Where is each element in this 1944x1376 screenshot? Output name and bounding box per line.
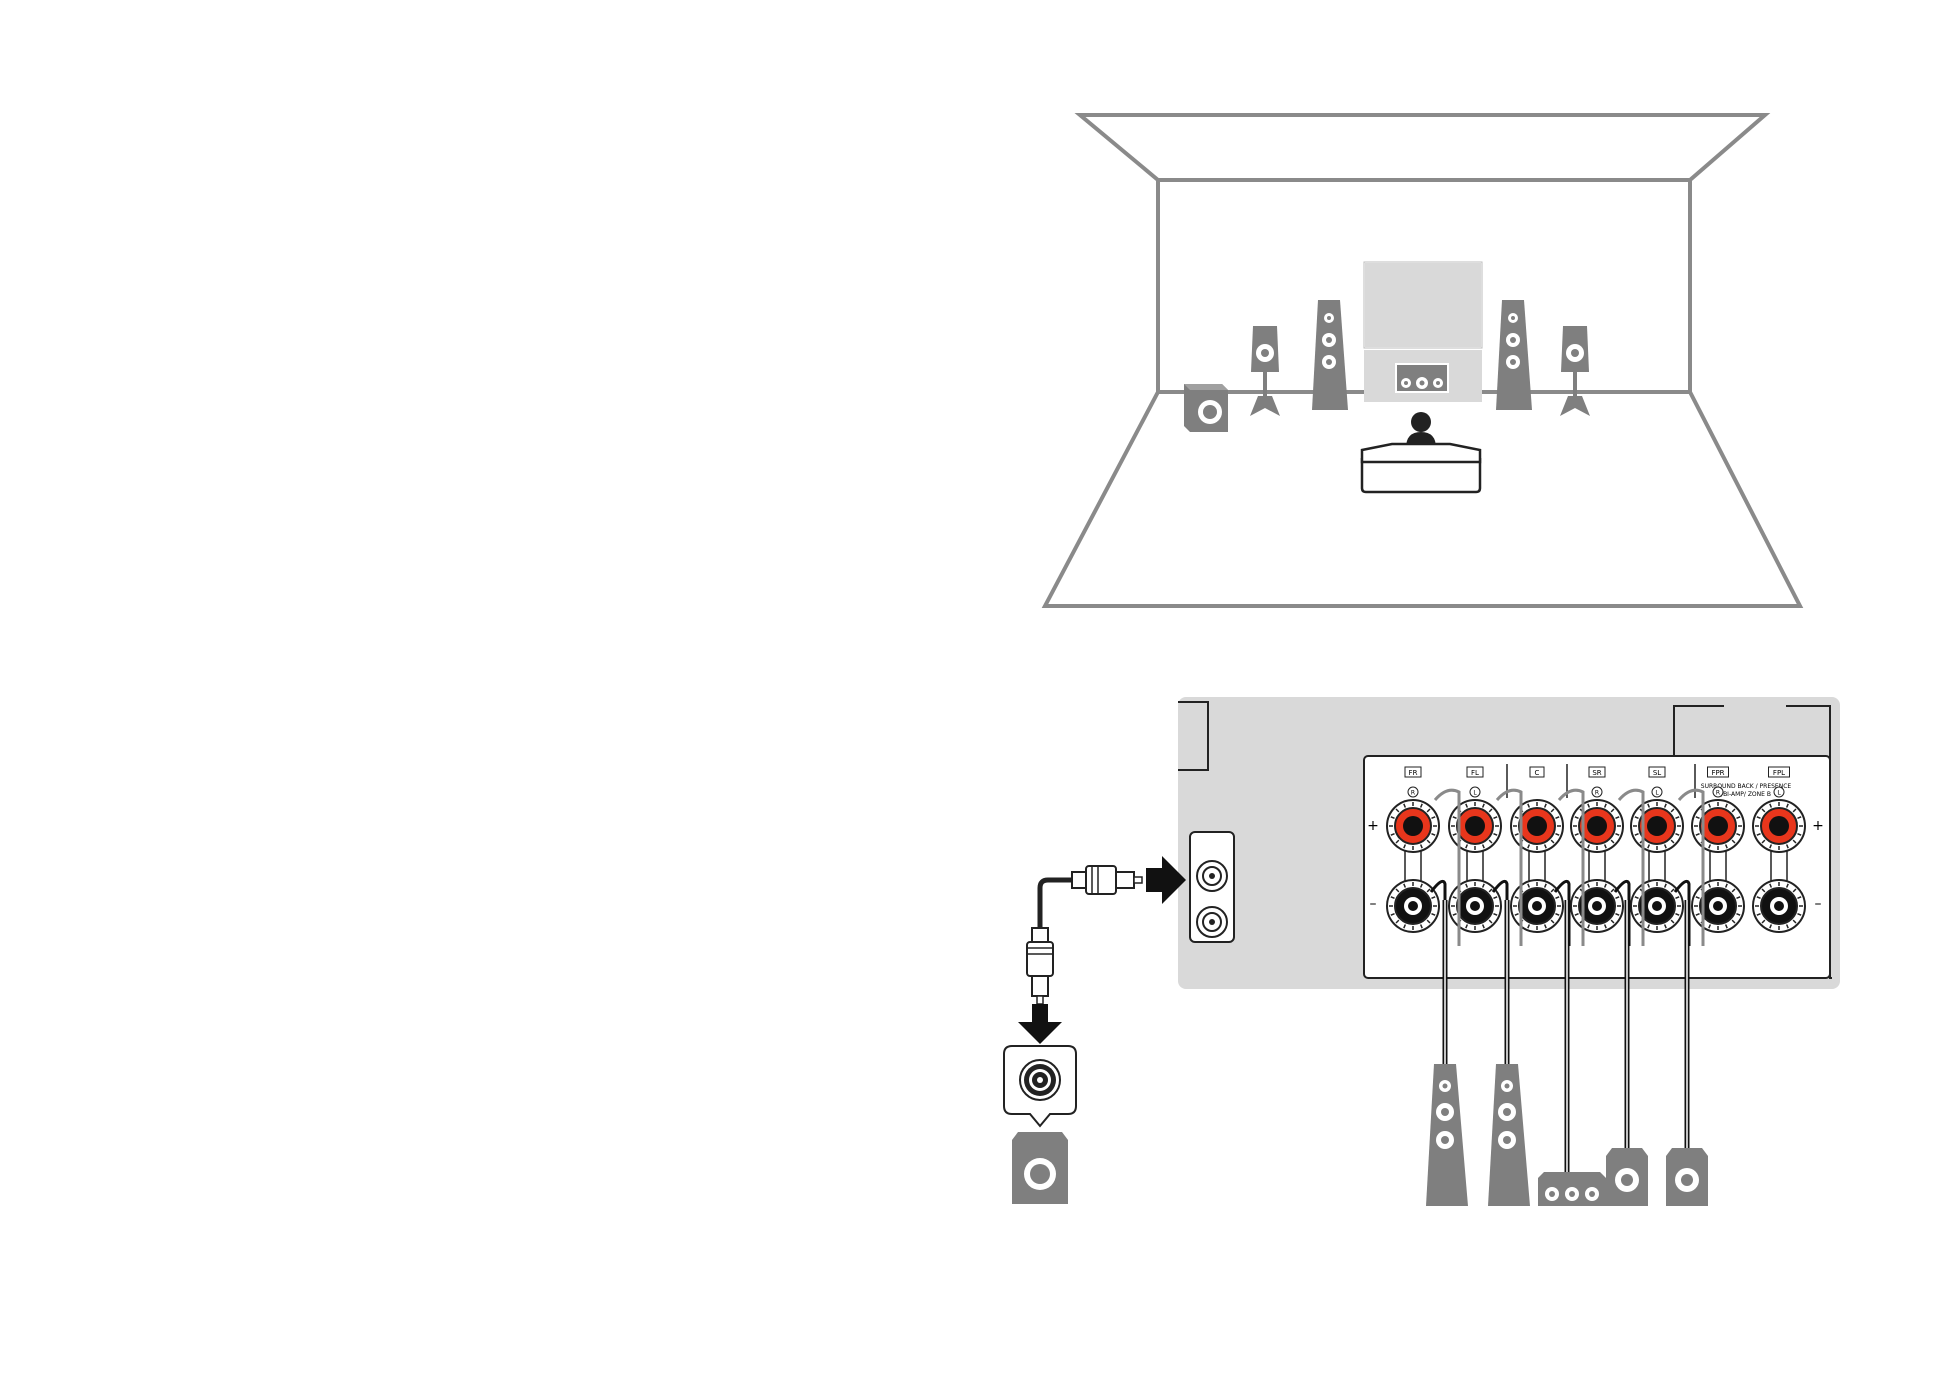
minus-sign-left: – bbox=[1370, 896, 1377, 912]
plus-sign-left: + bbox=[1367, 818, 1379, 834]
terminal-minus-fr bbox=[1387, 880, 1439, 932]
subwoofer-speaker-icon bbox=[1012, 1132, 1068, 1204]
terminal-label-fpr: FPR bbox=[1711, 769, 1724, 777]
terminal-plus-sr bbox=[1571, 800, 1623, 852]
tv-screen bbox=[1364, 262, 1482, 348]
front-left-tower-speaker-icon bbox=[1488, 1064, 1530, 1206]
terminal-label-fl: FL bbox=[1471, 769, 1479, 777]
center-bar-speaker-icon bbox=[1538, 1172, 1606, 1206]
terminal-minus-fpl bbox=[1753, 880, 1805, 932]
terminal-label-sl: SL bbox=[1653, 769, 1661, 777]
terminal-minus-c bbox=[1511, 880, 1563, 932]
terminal-side-sr: R bbox=[1595, 790, 1599, 797]
terminal-side-fr: R bbox=[1411, 790, 1415, 797]
terminal-minus-fl bbox=[1449, 880, 1501, 932]
terminal-label-c: C bbox=[1535, 769, 1540, 777]
subwoofer-input-callout bbox=[1004, 1046, 1076, 1126]
room-subwoofer-icon bbox=[1184, 384, 1228, 432]
arrow-to-subwoofer-icon bbox=[1018, 1004, 1062, 1044]
minus-sign-right: – bbox=[1815, 896, 1822, 912]
terminal-plus-sl bbox=[1631, 800, 1683, 852]
rca-plug-receiver-end bbox=[1072, 866, 1142, 894]
surround-left-bookshelf-speaker-icon bbox=[1666, 1148, 1708, 1206]
terminal-plus-fpr bbox=[1692, 800, 1744, 852]
terminal-side-fpr: R bbox=[1716, 790, 1720, 797]
terminal-label-sr: SR bbox=[1592, 769, 1601, 777]
terminal-plus-fl bbox=[1449, 800, 1501, 852]
subwoofer-cable bbox=[1018, 856, 1186, 1044]
terminal-minus-sr bbox=[1571, 880, 1623, 932]
front-right-speaker-icon bbox=[1496, 300, 1532, 410]
sofa-icon bbox=[1362, 444, 1480, 492]
surround-right-bookshelf-speaker-icon bbox=[1606, 1148, 1648, 1206]
subwoofer-preout-block bbox=[1190, 832, 1234, 942]
terminal-label-fpl: FPL bbox=[1773, 769, 1785, 777]
surround-left-speaker-icon bbox=[1250, 326, 1280, 416]
rca-plug-subwoofer-end bbox=[1027, 928, 1053, 1004]
front-left-speaker-icon bbox=[1312, 300, 1348, 410]
terminal-minus-fpr bbox=[1692, 880, 1744, 932]
plus-sign-right: + bbox=[1812, 818, 1824, 834]
terminal-label-fr: FR bbox=[1409, 769, 1418, 777]
listener-icon bbox=[1406, 412, 1436, 448]
terminal-minus-sl bbox=[1631, 880, 1683, 932]
surround-right-speaker-icon bbox=[1560, 326, 1590, 416]
terminal-plus-fpl bbox=[1753, 800, 1805, 852]
front-right-tower-speaker-icon bbox=[1426, 1064, 1468, 1206]
center-speaker-icon bbox=[1396, 364, 1448, 392]
zone-group-label-line2: /BI-AMP/ ZONE B bbox=[1721, 791, 1771, 798]
terminal-plus-fr bbox=[1387, 800, 1439, 852]
room-ceiling bbox=[1080, 115, 1765, 180]
terminal-plus-c bbox=[1511, 800, 1563, 852]
